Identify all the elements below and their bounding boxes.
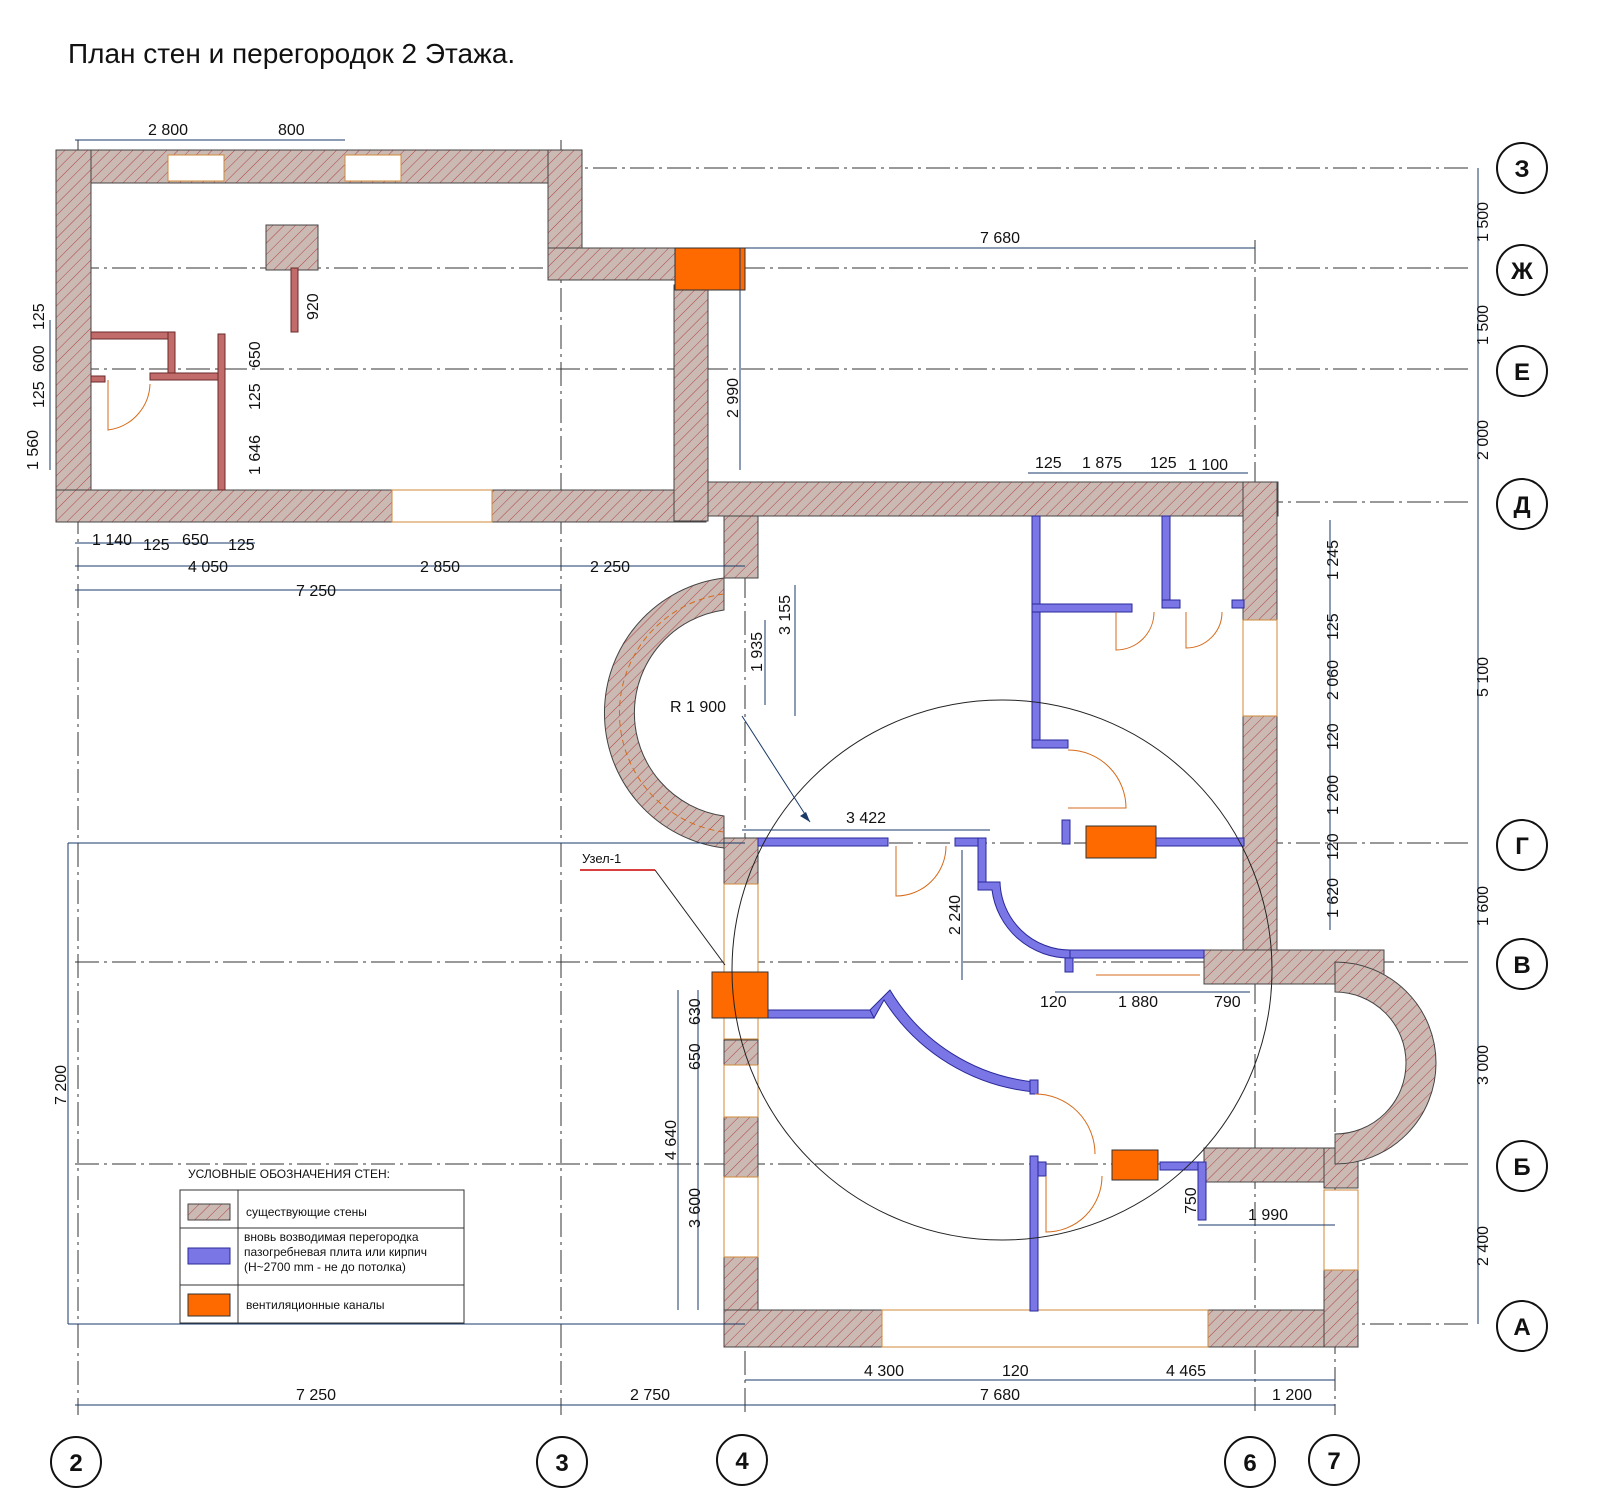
dimension-lines <box>49 139 1479 1406</box>
doors <box>895 611 1223 1233</box>
svg-text:Ж: Ж <box>1510 258 1533 285</box>
svg-text:7 250: 7 250 <box>296 583 336 600</box>
svg-text:125: 125 <box>143 537 170 554</box>
svg-text:3 155: 3 155 <box>777 595 794 635</box>
svg-text:1 200: 1 200 <box>1272 1387 1312 1404</box>
svg-text:7 200: 7 200 <box>53 1065 70 1105</box>
svg-text:2 000: 2 000 <box>1475 420 1492 460</box>
svg-text:3 600: 3 600 <box>687 1188 704 1228</box>
svg-text:Б: Б <box>1513 1154 1530 1181</box>
svg-text:З: З <box>1514 156 1529 183</box>
svg-text:1 200: 1 200 <box>1325 775 1342 815</box>
svg-text:1 600: 1 600 <box>1475 886 1492 926</box>
svg-text:вновь возводимая перегородка: вновь возводимая перегородка <box>244 1230 419 1244</box>
annotation-lines <box>580 699 1273 1241</box>
svg-text:1 500: 1 500 <box>1475 305 1492 345</box>
svg-text:630: 630 <box>687 998 704 1025</box>
svg-text:4 465: 4 465 <box>1166 1363 1206 1380</box>
svg-text:2 800: 2 800 <box>148 122 188 139</box>
svg-text:650: 650 <box>687 1043 704 1070</box>
svg-text:вентиляционные каналы: вентиляционные каналы <box>246 1298 385 1312</box>
svg-text:125: 125 <box>31 303 48 330</box>
svg-text:790: 790 <box>1214 994 1241 1011</box>
svg-text:1 140: 1 140 <box>92 532 132 549</box>
svg-text:7 680: 7 680 <box>980 230 1020 247</box>
svg-text:Д: Д <box>1513 492 1530 519</box>
svg-text:2 850: 2 850 <box>420 559 460 576</box>
svg-text:1 100: 1 100 <box>1188 457 1228 474</box>
axis-markers-vertical: 2 3 4 6 7 <box>50 1434 1360 1488</box>
svg-text:существующие стены: существующие стены <box>246 1205 367 1219</box>
legend-vent-swatch <box>187 1293 231 1317</box>
svg-text:2 060: 2 060 <box>1325 660 1342 700</box>
axis-markers-horizontal: З Ж Е Д Г В Б А <box>1496 142 1548 1352</box>
legend: УСЛОВНЫЕ ОБОЗНАЧЕНИЯ СТЕН: существующие … <box>179 1167 465 1324</box>
svg-text:(H~2700 mm - не до потолка): (H~2700 mm - не до потолка) <box>244 1260 406 1274</box>
svg-text:750: 750 <box>1183 1187 1200 1214</box>
svg-text:1 990: 1 990 <box>1248 1207 1288 1224</box>
svg-text:Узел-1: Узел-1 <box>582 851 621 866</box>
svg-text:120: 120 <box>1002 1363 1029 1380</box>
svg-text:1 560: 1 560 <box>25 430 42 470</box>
svg-text:2 750: 2 750 <box>630 1387 670 1404</box>
svg-text:1 245: 1 245 <box>1325 540 1342 580</box>
svg-text:3: 3 <box>555 1450 568 1477</box>
svg-text:1 875: 1 875 <box>1082 455 1122 472</box>
svg-text:5 100: 5 100 <box>1475 657 1492 697</box>
svg-text:4 640: 4 640 <box>663 1120 680 1160</box>
svg-text:1 646: 1 646 <box>247 435 264 475</box>
svg-text:2: 2 <box>69 1450 82 1477</box>
svg-text:800: 800 <box>278 122 305 139</box>
svg-text:125: 125 <box>228 537 255 554</box>
svg-text:R 1 900: R 1 900 <box>670 699 726 716</box>
svg-text:1 500: 1 500 <box>1475 202 1492 242</box>
svg-text:4 300: 4 300 <box>864 1363 904 1380</box>
svg-text:600: 600 <box>31 345 48 372</box>
dimension-texts: 2 800 800 7 680 125 1 875 125 1 100 1 14… <box>25 122 1492 1404</box>
svg-text:пазогребневая плита или кирпич: пазогребневая плита или кирпич <box>244 1245 427 1259</box>
svg-text:6: 6 <box>1243 1450 1256 1477</box>
upper-partitions <box>90 267 299 491</box>
svg-text:3 000: 3 000 <box>1475 1045 1492 1085</box>
svg-text:920: 920 <box>305 293 322 320</box>
legend-existing-swatch <box>187 1203 231 1221</box>
svg-text:3 422: 3 422 <box>846 810 886 827</box>
svg-text:1 880: 1 880 <box>1118 994 1158 1011</box>
svg-text:7: 7 <box>1327 1448 1340 1475</box>
svg-text:125: 125 <box>1035 455 1062 472</box>
svg-text:1 620: 1 620 <box>1325 878 1342 918</box>
svg-text:125: 125 <box>31 381 48 408</box>
svg-text:650: 650 <box>182 532 209 549</box>
page-title: План стен и перегородок 2 Этажа. <box>68 38 516 69</box>
svg-text:2 990: 2 990 <box>725 378 742 418</box>
svg-text:120: 120 <box>1040 994 1067 1011</box>
svg-text:4: 4 <box>735 1448 749 1475</box>
legend-partition-swatch <box>187 1247 231 1265</box>
svg-text:1 935: 1 935 <box>749 632 766 672</box>
bay-walls <box>604 577 1437 1165</box>
svg-text:2 400: 2 400 <box>1475 1226 1492 1266</box>
vent-channels <box>674 247 1159 1181</box>
svg-text:7 250: 7 250 <box>296 1387 336 1404</box>
svg-text:УСЛОВНЫЕ ОБОЗНАЧЕНИЯ СТЕН:: УСЛОВНЫЕ ОБОЗНАЧЕНИЯ СТЕН: <box>188 1167 390 1181</box>
svg-text:2 240: 2 240 <box>947 895 964 935</box>
svg-text:7 680: 7 680 <box>980 1387 1020 1404</box>
svg-text:В: В <box>1513 952 1530 979</box>
svg-text:125: 125 <box>1150 455 1177 472</box>
svg-text:120: 120 <box>1325 833 1342 860</box>
svg-text:4 050: 4 050 <box>188 559 228 576</box>
svg-text:Е: Е <box>1514 359 1530 386</box>
svg-text:Г: Г <box>1515 833 1529 860</box>
svg-text:650: 650 <box>247 341 264 368</box>
svg-text:120: 120 <box>1325 723 1342 750</box>
svg-text:125: 125 <box>1325 613 1342 640</box>
new-partitions <box>757 515 1245 1312</box>
svg-text:125: 125 <box>247 383 264 410</box>
svg-text:А: А <box>1513 1314 1530 1341</box>
svg-text:2 250: 2 250 <box>590 559 630 576</box>
